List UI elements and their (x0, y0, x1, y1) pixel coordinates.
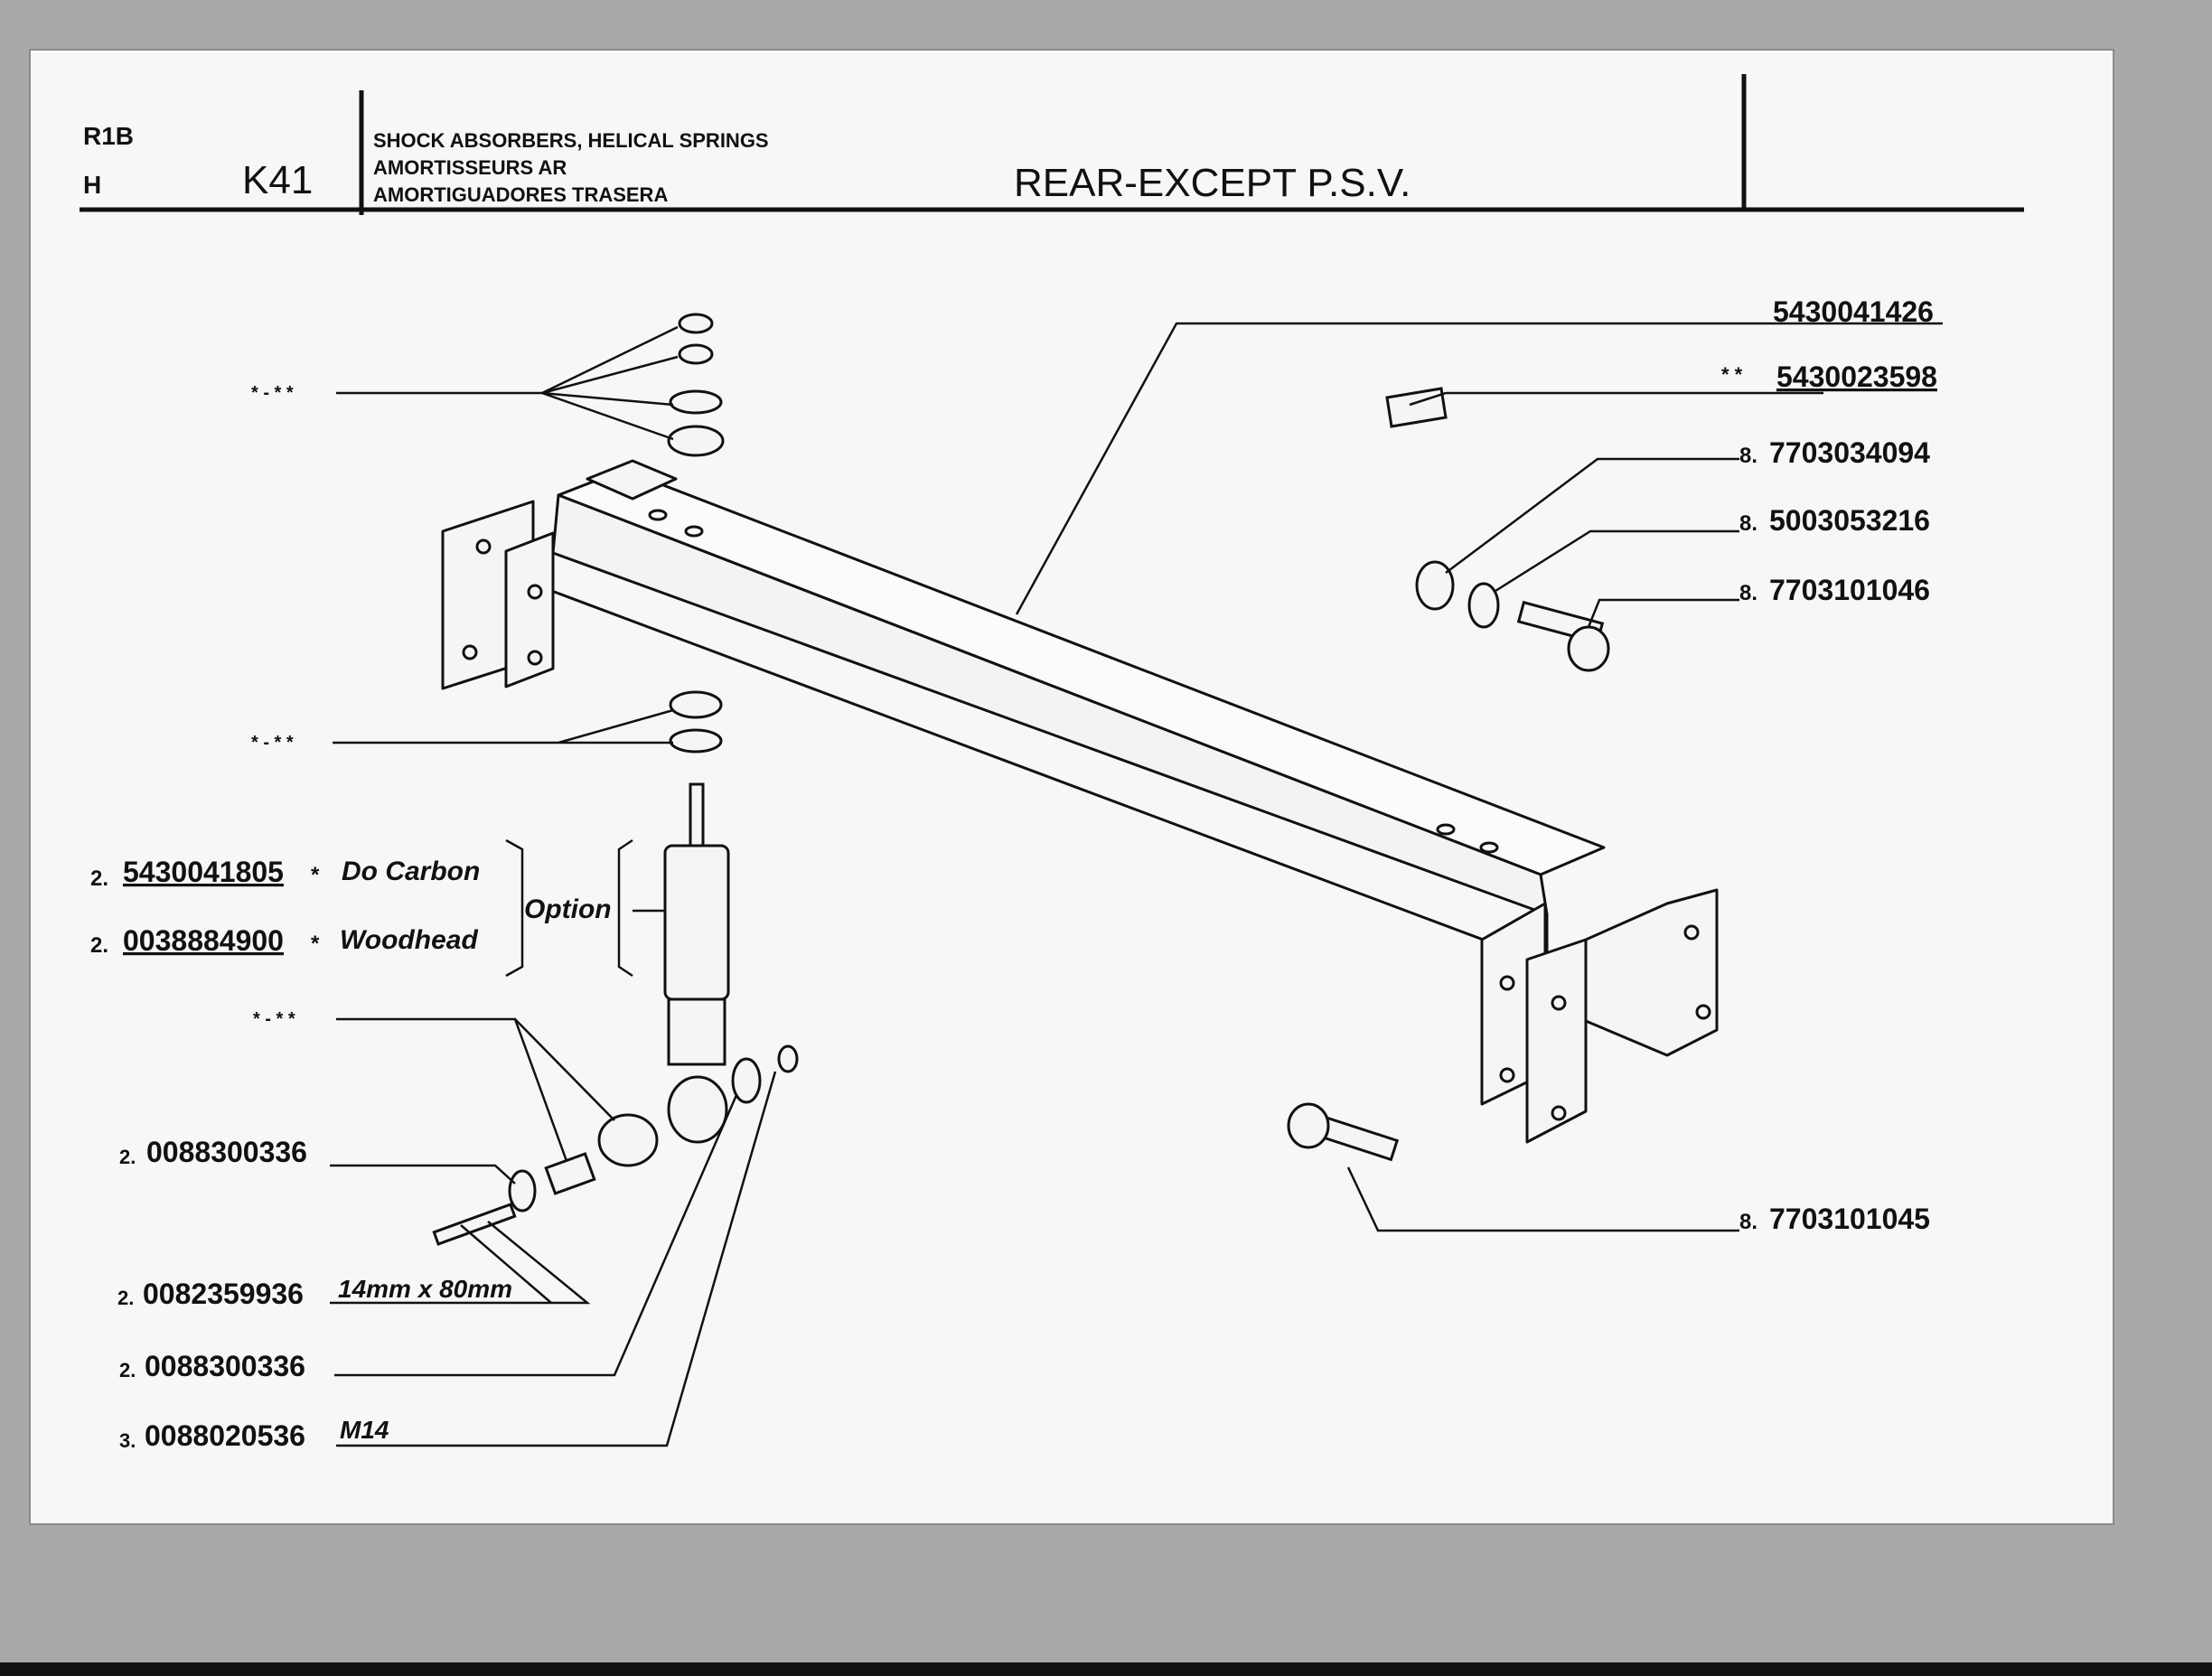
axle-beam-drawing (441, 459, 1719, 1144)
option-label: Option (524, 894, 612, 924)
shock-absorber-drawing (432, 313, 799, 1246)
part-label: 0038884900 (123, 924, 284, 957)
bump-stop-icon (1385, 387, 1448, 428)
part-label: 7703101046 (1769, 574, 1930, 606)
part-note: 14mm x 80mm (338, 1275, 512, 1303)
variant-code: H (83, 171, 101, 199)
part-qty: 2. (119, 1146, 136, 1168)
part-qty: 2. (90, 866, 108, 891)
part-qty: 3. (119, 1429, 136, 1452)
part-marker: * - * * (251, 383, 294, 403)
part-qty: 2. (90, 933, 108, 958)
leader-lines (330, 322, 1943, 1447)
description-line-2: AMORTISSEURS AR (373, 156, 567, 179)
part-label: 0088020536 (145, 1419, 305, 1452)
part-label: 0088300336 (145, 1350, 305, 1382)
part-label: 5430023598 (1776, 360, 1937, 393)
part-marker: * (311, 932, 320, 956)
group-code: K41 (242, 158, 313, 202)
fastener-drawings (1287, 387, 1610, 1162)
part-qty: 8. (1739, 511, 1757, 536)
part-marker: * - * * (253, 1009, 295, 1029)
model-code: R1B (83, 122, 134, 150)
part-label: 0082359936 (143, 1278, 304, 1310)
header-frame (80, 74, 2024, 215)
part-qty: 8. (1739, 1210, 1757, 1234)
description-line-3: AMORTIGUADORES TRASERA (373, 183, 668, 206)
part-label: 0088300336 (146, 1136, 307, 1168)
part-label: 7703034094 (1769, 436, 1930, 469)
part-qty: 8. (1739, 444, 1757, 468)
bottom-bar (0, 1662, 2212, 1676)
washer-icon (1467, 582, 1500, 629)
part-qty: 2. (119, 1359, 136, 1381)
part-note: Do Carbon (342, 857, 480, 886)
part-label: 5430041426 (1773, 295, 1934, 328)
part-note: Woodhead (340, 925, 478, 955)
part-marker: * (311, 863, 320, 887)
part-label: 5430041805 (123, 856, 284, 888)
description-line-1: SHOCK ABSORBERS, HELICAL SPRINGS (373, 129, 769, 152)
part-label: 7703101045 (1769, 1203, 1930, 1235)
part-qty: 2. (117, 1287, 134, 1309)
nut-icon (1415, 560, 1455, 611)
part-marker: * * (1721, 363, 1743, 386)
page-title: REAR-EXCEPT P.S.V. (1014, 161, 1411, 205)
part-label: 5003053216 (1769, 504, 1930, 537)
part-qty: 8. (1739, 581, 1757, 605)
part-note: M14 (340, 1416, 389, 1444)
part-marker: * - * * (251, 733, 294, 753)
